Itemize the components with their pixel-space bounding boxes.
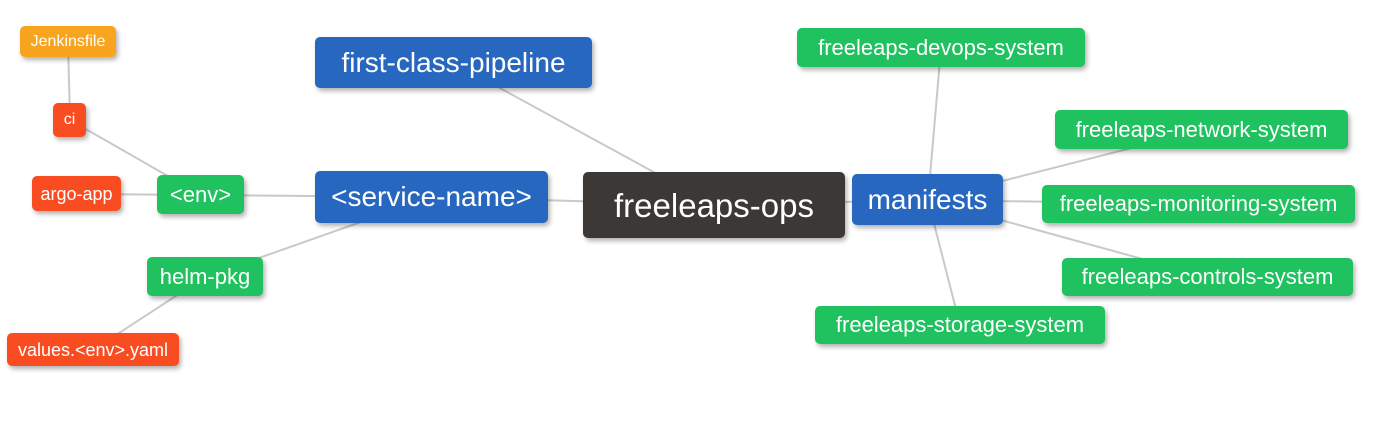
- node-ci[interactable]: ci: [53, 103, 86, 137]
- node-values-env-yaml[interactable]: values.<env>.yaml: [7, 333, 179, 366]
- node-freeleaps-monitoring-system[interactable]: freeleaps-monitoring-system: [1042, 185, 1355, 223]
- node-freeleaps-controls-system[interactable]: freeleaps-controls-system: [1062, 258, 1353, 296]
- node-jenkinsfile[interactable]: Jenkinsfile: [20, 26, 116, 57]
- node-argo-app[interactable]: argo-app: [32, 176, 121, 211]
- node-service-name[interactable]: <service-name>: [315, 171, 548, 223]
- node-freeleaps-storage-system[interactable]: freeleaps-storage-system: [815, 306, 1105, 344]
- node-first-class-pipeline[interactable]: first-class-pipeline: [315, 37, 592, 88]
- node-freeleaps-network-system[interactable]: freeleaps-network-system: [1055, 110, 1348, 149]
- node-freeleaps-ops[interactable]: freeleaps-ops: [583, 172, 845, 238]
- node-env[interactable]: <env>: [157, 175, 244, 214]
- node-manifests[interactable]: manifests: [852, 174, 1003, 225]
- node-freeleaps-devops-system[interactable]: freeleaps-devops-system: [797, 28, 1085, 67]
- node-helm-pkg[interactable]: helm-pkg: [147, 257, 263, 296]
